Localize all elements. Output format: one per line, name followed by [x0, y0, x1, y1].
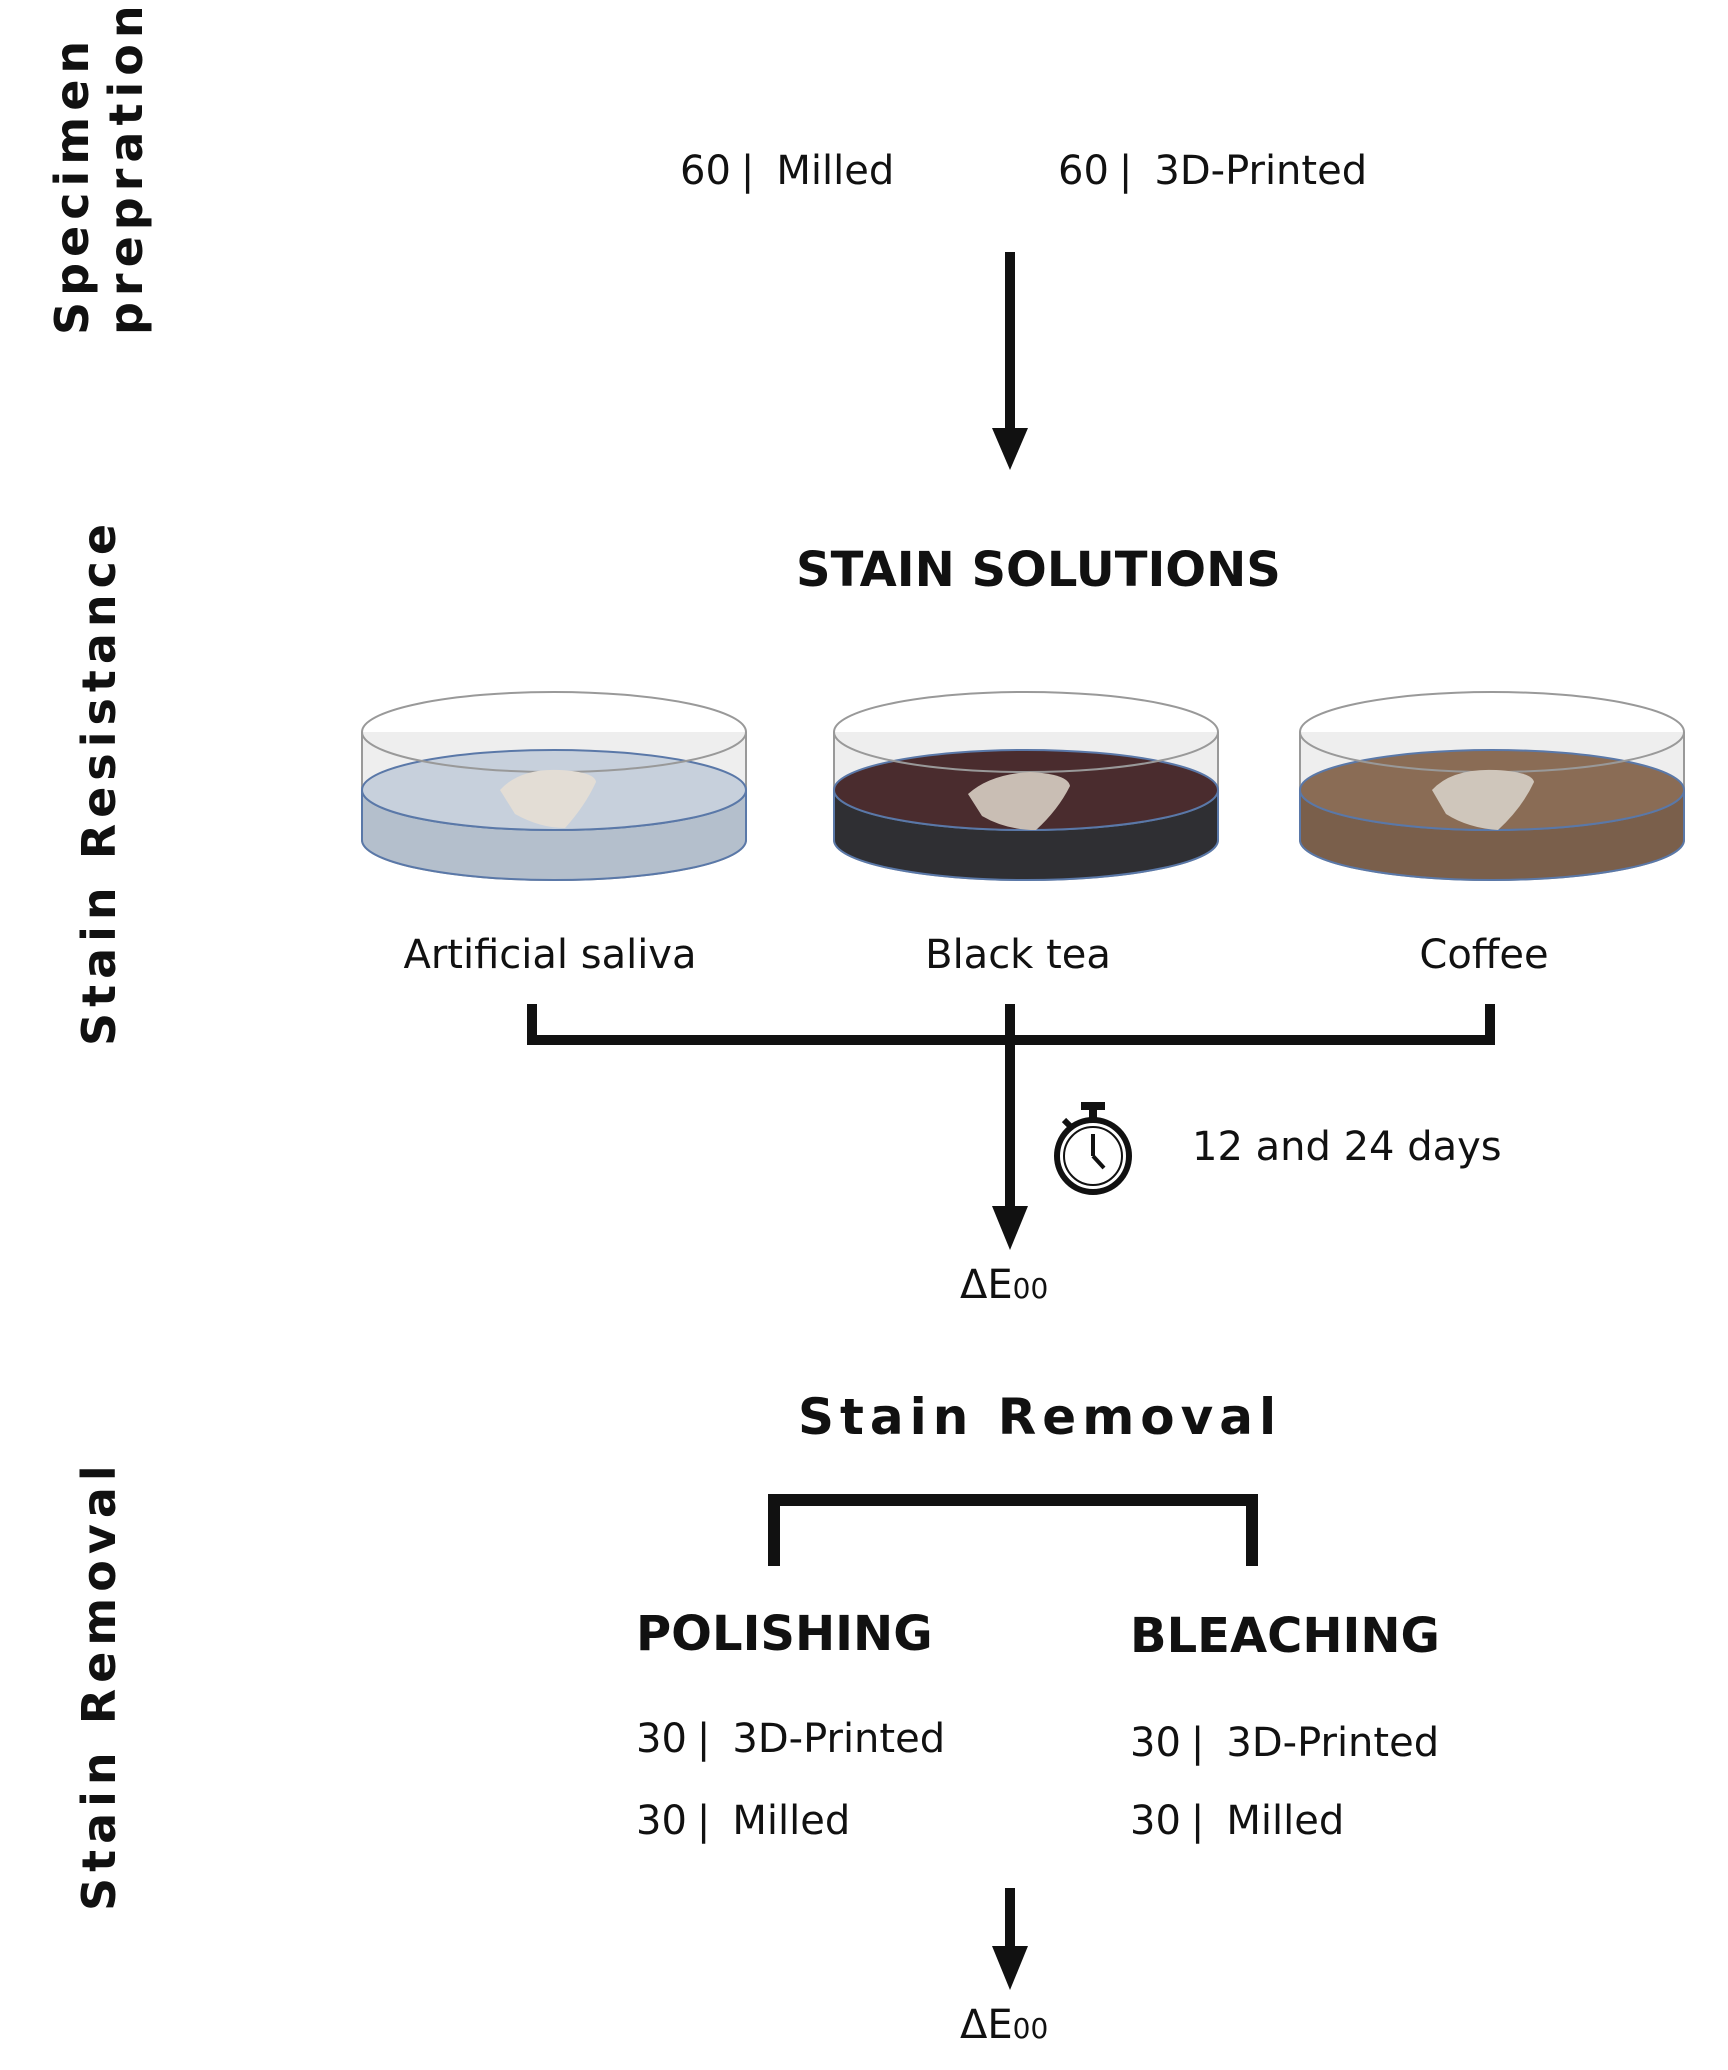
- stopwatch-icon: [1054, 1102, 1132, 1195]
- dish-label-black-tea: Black tea: [925, 932, 1111, 978]
- bleaching-row-3d-printed: 30| 3D-Printed: [1130, 1720, 1439, 1766]
- delta-e00-stain-result: ΔE00: [960, 1262, 1048, 1308]
- specimen-shape: [968, 772, 1070, 830]
- immersion-duration: 12 and 24 days: [1192, 1124, 1502, 1170]
- dish-label-artificial-saliva: Artificial saliva: [403, 932, 697, 978]
- row-count: 30: [1130, 1720, 1181, 1766]
- prep-name: 3D-Printed: [1154, 148, 1368, 194]
- row-count: 30: [1130, 1798, 1181, 1844]
- petri-dish-coffee: [1299, 691, 1685, 881]
- method-bleaching: BLEACHING: [1130, 1608, 1440, 1664]
- delta-e00-removal-result: ΔE00: [960, 2002, 1048, 2048]
- petri-dish-artificial-saliva: [361, 691, 747, 881]
- row-separator: |: [1190, 1798, 1205, 1844]
- section-label-line: prepration: [99, 0, 153, 335]
- row-name: Milled: [732, 1798, 851, 1844]
- stain-solutions-title: STAIN SOLUTIONS: [796, 542, 1281, 598]
- specimen-shape: [500, 769, 596, 828]
- row-name: 3D-Printed: [732, 1716, 946, 1762]
- method-polishing: POLISHING: [636, 1606, 933, 1662]
- stain-bracket: [527, 1004, 1495, 1250]
- section-label-line: Specimen: [45, 34, 99, 335]
- prep-count: 60: [1058, 148, 1109, 194]
- prep-group-milled: 60| Milled: [680, 148, 894, 194]
- row-count: 30: [636, 1716, 687, 1762]
- stain-removal-title: Stain Removal: [798, 1388, 1283, 1446]
- row-separator: |: [696, 1798, 711, 1844]
- delta-e-subscript: 00: [1012, 2012, 1049, 2045]
- prep-separator: |: [740, 148, 755, 194]
- prep-separator: |: [1118, 148, 1133, 194]
- polishing-row-3d-printed: 30| 3D-Printed: [636, 1716, 945, 1762]
- bleaching-row-milled: 30| Milled: [1130, 1798, 1344, 1844]
- arrow-removal-result: [992, 1888, 1028, 1990]
- row-separator: |: [696, 1716, 711, 1762]
- polishing-row-milled: 30| Milled: [636, 1798, 850, 1844]
- arrow-prep-to-stain: [992, 252, 1028, 470]
- row-count: 30: [636, 1798, 687, 1844]
- prep-count: 60: [680, 148, 731, 194]
- row-name: 3D-Printed: [1226, 1720, 1440, 1766]
- specimen-shape: [1432, 769, 1534, 830]
- delta-e-symbol: ΔE: [960, 2002, 1013, 2048]
- prep-group-3d-printed: 60| 3D-Printed: [1058, 148, 1367, 194]
- row-separator: |: [1190, 1720, 1205, 1766]
- delta-e-subscript: 00: [1012, 1272, 1049, 1305]
- row-name: Milled: [1226, 1798, 1345, 1844]
- petri-dish-black-tea: [833, 691, 1219, 881]
- dish-label-coffee: Coffee: [1419, 932, 1549, 978]
- petri-dishes: [361, 691, 1685, 881]
- prep-name: Milled: [776, 148, 895, 194]
- removal-bracket: [768, 1494, 1258, 1566]
- delta-e-symbol: ΔE: [960, 1262, 1013, 1308]
- section-label-specimen-preparation: Specimen prepration: [45, 0, 155, 335]
